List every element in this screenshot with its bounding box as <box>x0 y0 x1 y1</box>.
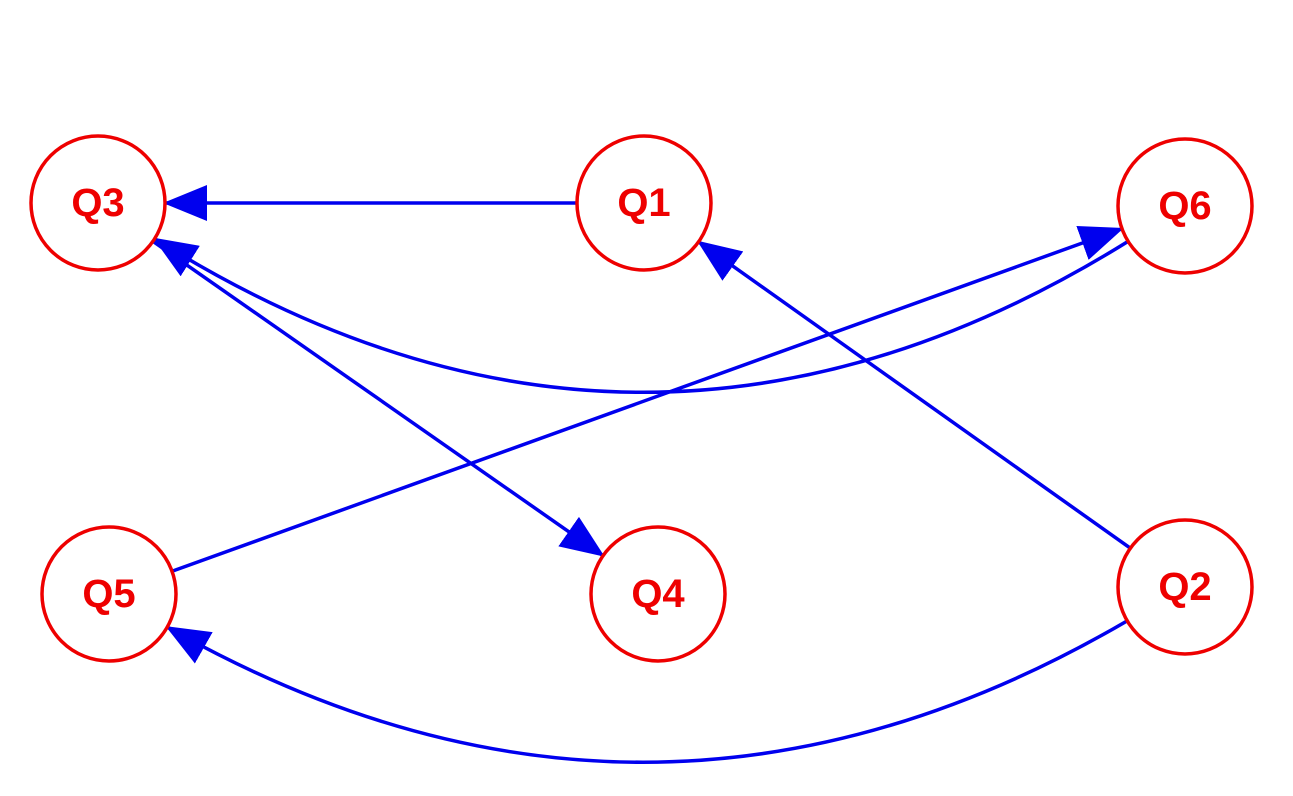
node-q3-label: Q3 <box>71 181 124 225</box>
edge-q2-to-q1 <box>697 240 1132 550</box>
node-q1-label: Q1 <box>617 181 670 225</box>
edges <box>151 185 1132 764</box>
node-q6-label: Q6 <box>1158 184 1211 228</box>
node-q5-label: Q5 <box>82 572 135 616</box>
node-q2-circle <box>1116 518 1254 656</box>
node-q4-label: Q4 <box>631 572 685 616</box>
nodes: Q1 Q2 Q3 Q4 Q5 Q6 <box>29 134 1254 663</box>
node-q5-circle <box>40 525 178 663</box>
node-q5[interactable]: Q5 <box>40 525 178 663</box>
node-q6-circle <box>1116 137 1254 275</box>
node-q3[interactable]: Q3 <box>29 134 167 272</box>
node-q1-circle <box>575 134 713 272</box>
edge-q6-to-q3 <box>153 237 1130 395</box>
node-q4-circle <box>589 525 727 663</box>
node-q3-circle <box>29 134 167 272</box>
edge-q2-to-q5 <box>165 619 1129 764</box>
node-q2-label: Q2 <box>1158 565 1211 609</box>
edge-q5-to-q6 <box>171 226 1124 573</box>
node-q6[interactable]: Q6 <box>1116 137 1254 275</box>
edge-q3-to-q4 <box>151 239 605 558</box>
node-q1[interactable]: Q1 <box>575 134 713 272</box>
node-q2[interactable]: Q2 <box>1116 518 1254 656</box>
node-q4[interactable]: Q4 <box>589 525 727 663</box>
